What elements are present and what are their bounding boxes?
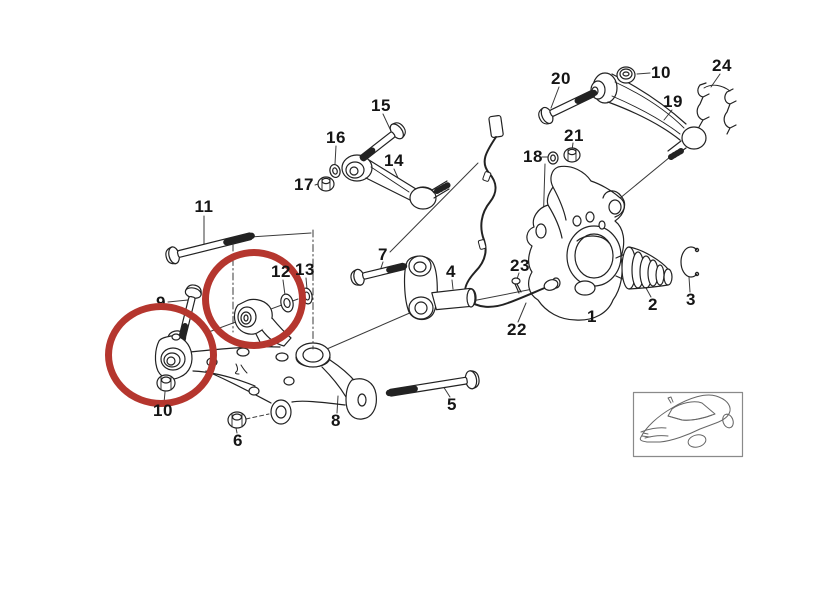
brake-pad-clips-part-24 (696, 82, 737, 135)
washer-part-16 (329, 163, 341, 179)
part-label-23: 23 (510, 256, 530, 275)
part-label-20: 20 (551, 69, 571, 88)
part-label-5: 5 (447, 395, 457, 414)
part-label-10-upper: 10 (651, 63, 671, 82)
track-rod-part-14 (341, 154, 451, 210)
snap-ring-part-3 (680, 246, 700, 278)
nut-part-21 (563, 147, 581, 163)
wheel-knuckle-part-1 (526, 165, 626, 321)
bolt-part-7-bolt (350, 262, 408, 286)
bolt-part-20 (538, 89, 598, 125)
pin-part-4 (431, 287, 477, 311)
integral-link-part-7 (403, 255, 438, 321)
bolt-part-15 (358, 122, 406, 163)
bushing-part-10-upper (616, 66, 636, 84)
part-label-24: 24 (712, 56, 732, 75)
part-label-11: 11 (194, 197, 214, 216)
nut-part-6 (227, 411, 247, 429)
upper-control-arm-part-19 (590, 72, 707, 160)
nut-part-17 (317, 176, 335, 192)
part-label-17: 17 (294, 175, 314, 194)
washer-part-18 (547, 151, 559, 165)
part-label-18: 18 (523, 147, 543, 166)
part-label-8: 8 (331, 411, 341, 430)
part-label-6: 6 (233, 431, 243, 450)
bolt-part-5 (385, 370, 480, 397)
part-label-1: 1 (587, 307, 597, 326)
part-label-16: 16 (326, 128, 346, 147)
part-label-2: 2 (648, 295, 658, 314)
part-label-7: 7 (378, 245, 388, 264)
part-label-14: 14 (384, 151, 404, 170)
part-label-4: 4 (446, 262, 456, 281)
abs-sensor-wire-part-22 (464, 114, 559, 308)
bolt-part-11 (165, 232, 255, 265)
part-label-10-lower: 10 (153, 401, 173, 420)
part-label-15: 15 (371, 96, 391, 115)
screw-part-23 (511, 277, 522, 294)
highlight-circle-1 (202, 249, 306, 349)
part-label-3: 3 (686, 290, 696, 309)
part-label-12: 12 (271, 262, 291, 281)
part-label-21: 21 (564, 126, 584, 145)
car-drawing (639, 394, 734, 448)
part-label-22: 22 (507, 320, 527, 339)
car-inset (632, 391, 744, 458)
highlight-circle-2 (105, 303, 217, 407)
part-label-19: 19 (663, 92, 683, 111)
part-label-13: 13 (295, 260, 315, 279)
part-label-9: 9 (156, 293, 166, 312)
cv-joint-part-2 (615, 246, 673, 290)
